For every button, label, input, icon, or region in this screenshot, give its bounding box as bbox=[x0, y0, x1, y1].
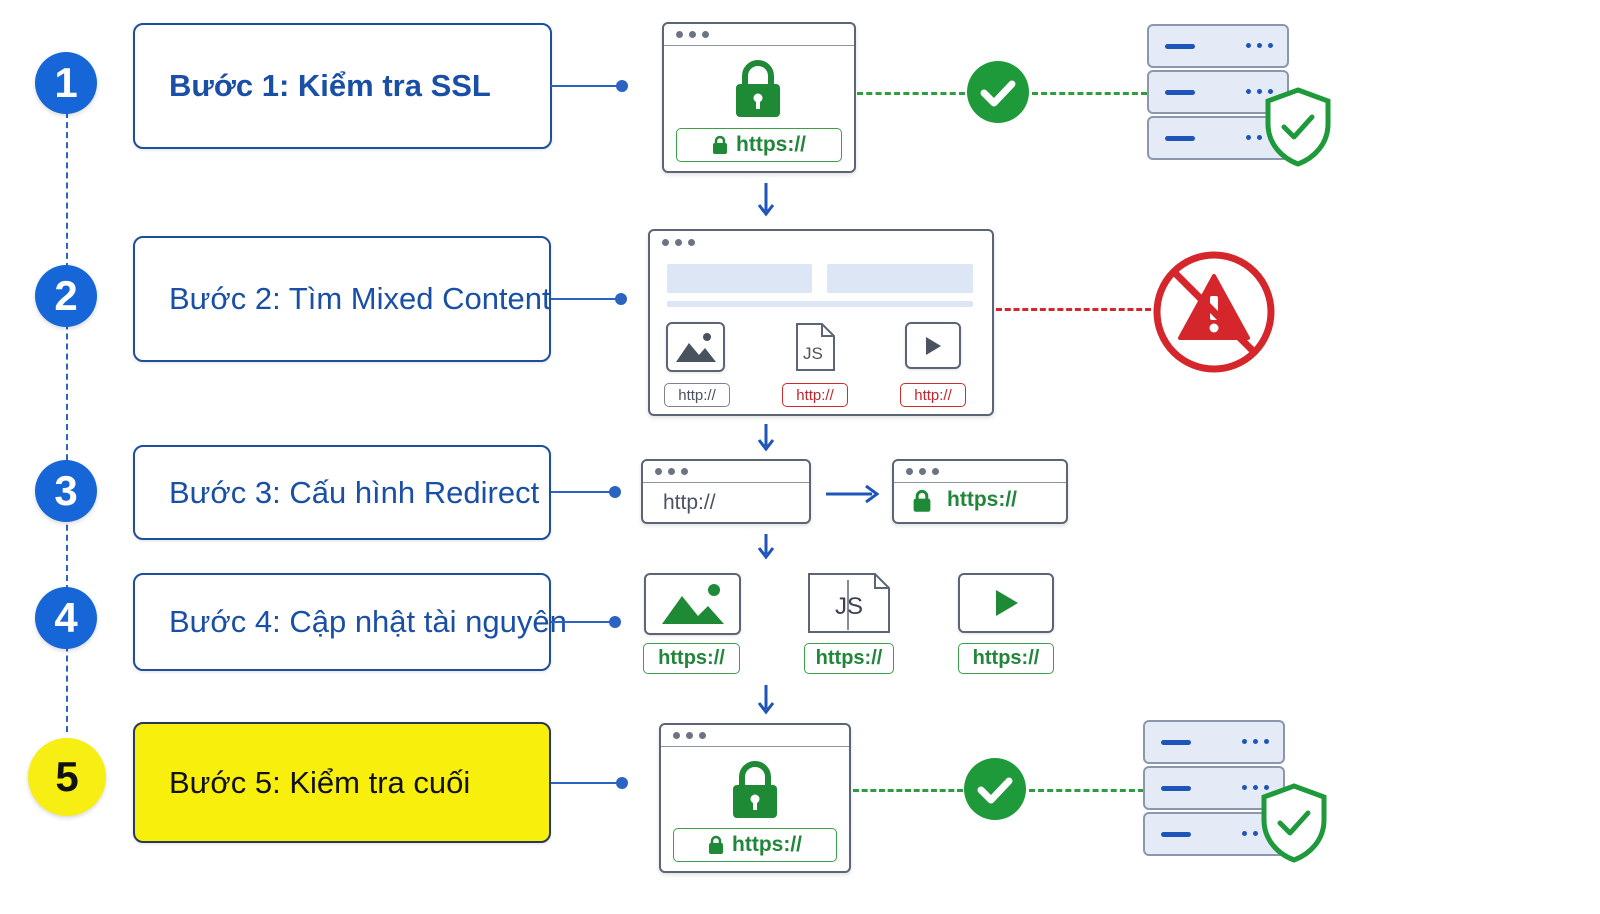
server-unit bbox=[1143, 720, 1285, 764]
step-1-url-bar: https:// bbox=[676, 128, 842, 162]
http-label-js: http:// bbox=[782, 383, 848, 407]
url-text: https:// bbox=[736, 133, 806, 156]
window-titlebar bbox=[661, 725, 849, 747]
server-unit bbox=[1143, 766, 1285, 810]
window-titlebar bbox=[894, 461, 1066, 483]
step-5-box: Bước 5: Kiểm tra cuối bbox=[133, 722, 551, 843]
timeline-dashed-line bbox=[66, 112, 68, 732]
content-placeholder-block bbox=[827, 264, 973, 293]
lock-icon bbox=[733, 761, 777, 818]
small-lock-icon bbox=[713, 135, 727, 154]
small-lock-icon bbox=[913, 489, 931, 512]
small-lock-icon bbox=[709, 835, 723, 854]
step-2-connector bbox=[551, 298, 619, 300]
step-5-dashed-link-right bbox=[1029, 789, 1144, 792]
step-4-connector bbox=[551, 621, 613, 623]
image-icon bbox=[675, 333, 716, 362]
step-1-number: 1 bbox=[35, 52, 97, 114]
step-2-number: 2 bbox=[35, 265, 97, 327]
check-circle-icon bbox=[964, 758, 1026, 820]
step-1-dashed-link-left bbox=[857, 92, 965, 95]
down-arrow-icon bbox=[757, 534, 775, 560]
step-3-box: Bước 3: Cấu hình Redirect bbox=[133, 445, 551, 540]
step-4-connector-dot bbox=[609, 616, 621, 628]
step-3-connector bbox=[551, 491, 613, 493]
server-unit bbox=[1147, 70, 1289, 114]
content-placeholder-block bbox=[667, 264, 812, 293]
step-2-box: Bước 2: Tìm Mixed Content bbox=[133, 236, 551, 362]
check-circle-icon bbox=[967, 61, 1029, 123]
http-url-text: http:// bbox=[663, 491, 716, 514]
window-titlebar bbox=[643, 461, 809, 483]
server-unit bbox=[1143, 812, 1285, 856]
step-5-number: 5 bbox=[28, 738, 106, 816]
https-label-video: https:// bbox=[958, 643, 1054, 674]
https-label-image: https:// bbox=[643, 643, 740, 674]
js-file-icon: JS bbox=[808, 573, 890, 633]
js-icon-text: JS bbox=[835, 593, 863, 620]
step-5-url-bar: https:// bbox=[673, 828, 837, 862]
step-5-connector-dot bbox=[616, 777, 628, 789]
step-5-dashed-link-left bbox=[853, 789, 963, 792]
blocked-warning-icon bbox=[1153, 251, 1275, 373]
step-2-dashed-link bbox=[996, 308, 1151, 311]
step-1-dashed-link-right bbox=[1032, 92, 1147, 95]
js-file-icon: JS bbox=[796, 323, 835, 371]
https-url-text: https:// bbox=[947, 488, 1017, 511]
video-resource-box bbox=[905, 322, 961, 369]
shield-check-icon bbox=[1261, 783, 1327, 863]
step-3-connector-dot bbox=[609, 486, 621, 498]
step-5-connector bbox=[551, 782, 621, 784]
down-arrow-icon bbox=[757, 685, 775, 715]
step-1-connector-dot bbox=[616, 80, 628, 92]
url-text: https:// bbox=[732, 833, 802, 856]
https-browser-window bbox=[892, 459, 1068, 524]
down-arrow-icon bbox=[757, 424, 775, 452]
step-4-number: 4 bbox=[35, 587, 97, 649]
https-label-js: https:// bbox=[804, 643, 894, 674]
image-resource-box bbox=[666, 322, 725, 372]
play-icon bbox=[926, 336, 941, 355]
http-label-image: http:// bbox=[664, 383, 730, 407]
window-titlebar bbox=[650, 231, 992, 253]
step-1-box: Bước 1: Kiểm tra SSL bbox=[133, 23, 552, 149]
server-unit bbox=[1147, 116, 1289, 160]
step-3-number: 3 bbox=[35, 460, 97, 522]
image-icon bbox=[661, 584, 724, 624]
play-icon bbox=[996, 590, 1018, 616]
step-4-box: Bước 4: Cập nhật tài nguyên bbox=[133, 573, 567, 671]
content-placeholder-line bbox=[667, 301, 973, 307]
server-unit bbox=[1147, 24, 1289, 68]
step-2-connector-dot bbox=[615, 293, 627, 305]
right-arrow-icon bbox=[826, 484, 880, 504]
http-label-video: http:// bbox=[900, 383, 966, 407]
step-1-connector bbox=[551, 85, 621, 87]
js-icon-text: JS bbox=[803, 344, 823, 363]
down-arrow-icon bbox=[757, 183, 775, 217]
shield-check-icon bbox=[1265, 87, 1331, 167]
http-browser-window: http:// bbox=[641, 459, 811, 524]
window-titlebar bbox=[664, 24, 854, 46]
lock-icon bbox=[736, 60, 780, 117]
image-resource-box bbox=[644, 573, 741, 635]
video-resource-box bbox=[958, 573, 1054, 633]
